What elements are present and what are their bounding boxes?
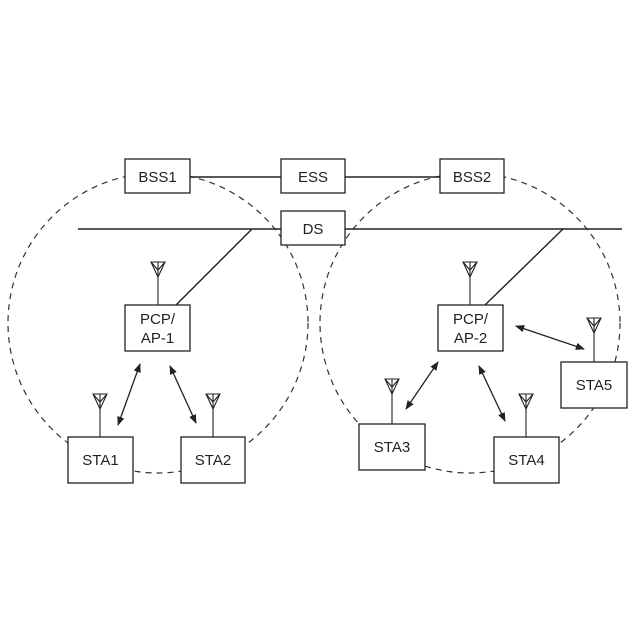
bss1-label: BSS1 xyxy=(138,169,176,186)
ap2-node: PCP/ AP-2 xyxy=(438,262,503,351)
sta4-node: STA4 xyxy=(494,394,559,483)
link-arrow-ap1-sta2 xyxy=(170,366,196,423)
sta4-label: STA4 xyxy=(508,452,544,469)
antenna-icon xyxy=(463,262,477,305)
ess-node: ESS xyxy=(281,159,345,193)
antenna-icon xyxy=(519,394,533,437)
ds-label: DS xyxy=(303,221,324,238)
ap1-uplink-line xyxy=(176,229,252,305)
sta5-node: STA5 xyxy=(561,318,627,408)
ap1-label-line2: AP-1 xyxy=(141,330,174,347)
sta3-label: STA3 xyxy=(374,439,410,456)
ap2-label-line2: AP-2 xyxy=(454,330,487,347)
sta1-node: STA1 xyxy=(68,394,133,483)
link-arrow-ap2-sta4 xyxy=(479,366,505,421)
ap2-label-line1: PCP/ xyxy=(453,311,489,328)
antenna-icon xyxy=(587,318,601,362)
antenna-icon xyxy=(93,394,107,437)
bss2-node: BSS2 xyxy=(440,159,504,193)
ap1-node: PCP/ AP-1 xyxy=(125,262,190,351)
sta2-label: STA2 xyxy=(195,452,231,469)
link-arrow-ap1-sta1 xyxy=(118,364,140,425)
bss2-label: BSS2 xyxy=(453,169,491,186)
ds-node: DS xyxy=(281,211,345,245)
link-arrow-ap2-sta3 xyxy=(406,362,438,409)
antenna-icon xyxy=(206,394,220,437)
sta2-node: STA2 xyxy=(181,394,245,483)
sta1-label: STA1 xyxy=(82,452,118,469)
antenna-icon xyxy=(385,379,399,424)
antenna-icon xyxy=(151,262,165,305)
ap1-label-line1: PCP/ xyxy=(140,311,176,328)
sta3-node: STA3 xyxy=(359,379,425,470)
bss1-node: BSS1 xyxy=(125,159,190,193)
ess-label: ESS xyxy=(298,169,328,186)
link-arrow-ap2-sta5 xyxy=(516,326,584,349)
sta5-label: STA5 xyxy=(576,377,612,394)
ap2-uplink-line xyxy=(485,229,563,305)
